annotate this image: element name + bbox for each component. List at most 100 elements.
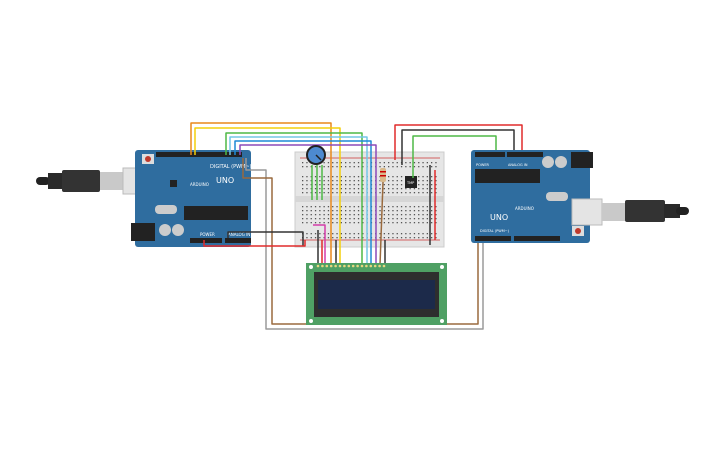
breadboard-hole: [306, 218, 308, 220]
breadboard-hole: [353, 210, 355, 212]
breadboard-hole: [323, 206, 325, 208]
breadboard-hole: [409, 192, 411, 194]
breadboard-hole: [431, 222, 433, 224]
lcd-pin: [347, 264, 351, 268]
breadboard-hole: [319, 233, 321, 235]
wire-cyan: [229, 136, 368, 265]
wire-red-left: [203, 240, 306, 247]
breadboard-hole: [396, 176, 398, 178]
breadboard-hole: [431, 237, 433, 239]
breadboard-hole: [349, 180, 351, 182]
breadboard-hole: [302, 222, 304, 224]
breadboard-hole: [426, 237, 428, 239]
breadboard-hole: [405, 206, 407, 208]
brand-label-left: ARDUINO: [190, 182, 209, 187]
breadboard-hole: [362, 206, 364, 208]
breadboard-hole: [388, 180, 390, 182]
breadboard-hole: [362, 214, 364, 216]
breadboard-hole: [418, 237, 420, 239]
breadboard-hole: [396, 206, 398, 208]
breadboard-hole: [379, 233, 381, 235]
breadboard-hole: [345, 237, 347, 239]
breadboard-hole: [362, 218, 364, 220]
resistor[interactable]: [380, 168, 386, 182]
breadboard-hole: [426, 214, 428, 216]
breadboard-hole: [435, 180, 437, 182]
breadboard-hole: [336, 166, 338, 168]
breadboard-hole: [349, 188, 351, 190]
breadboard-hole: [314, 210, 317, 212]
breadboard-hole: [413, 218, 416, 220]
breadboard-hole: [396, 233, 398, 235]
digital-label-left: DIGITAL (PWM~): [210, 164, 252, 170]
breadboard-hole: [340, 192, 342, 194]
breadboard-hole: [379, 180, 381, 182]
breadboard-hole: [306, 210, 308, 212]
breadboard-hole: [409, 237, 411, 239]
breadboard-hole: [379, 188, 381, 190]
lcd-pin: [356, 264, 359, 268]
breadboard-hole: [327, 206, 330, 208]
breadboard-hole: [319, 176, 321, 178]
breadboard-hole: [327, 210, 330, 212]
breadboard-hole: [332, 237, 334, 239]
breadboard-hole: [332, 188, 334, 190]
breadboard-hole: [383, 237, 385, 239]
breadboard-hole: [400, 166, 403, 168]
breadboard-hole: [314, 214, 317, 216]
arduino-uno-left[interactable]: DIGITAL (PWM~) ARDUINO UNO POWER ANALOG …: [131, 150, 252, 247]
breadboard-hole: [418, 192, 420, 194]
breadboard-hole: [379, 214, 381, 216]
breadboard-hole: [409, 218, 411, 220]
breadboard-hole: [400, 237, 403, 239]
breadboard-hole: [388, 222, 390, 224]
breadboard-hole: [383, 206, 385, 208]
breadboard-hole: [426, 166, 428, 168]
breadboard-hole: [310, 218, 312, 220]
breadboard-hole: [302, 176, 304, 178]
breadboard-hole: [332, 206, 334, 208]
breadboard-hole: [327, 192, 330, 194]
breadboard-hole: [362, 184, 364, 186]
breadboard-hole: [327, 180, 330, 182]
breadboard-hole: [340, 214, 342, 216]
lcd-pin: [373, 264, 377, 268]
usb-cable-right[interactable]: [571, 198, 689, 226]
breadboard-hole: [306, 180, 308, 182]
arduino-uno-right[interactable]: UNO ARDUINO POWER ANALOG IN DIGITAL (PWM…: [471, 150, 593, 243]
breadboard-hole: [336, 218, 338, 220]
breadboard-hole: [332, 222, 334, 224]
lcd-pin: [316, 264, 320, 268]
breadboard[interactable]: [294, 151, 445, 248]
potentiometer[interactable]: [306, 145, 326, 165]
breadboard-hole: [314, 166, 317, 168]
breadboard-hole: [400, 192, 403, 194]
breadboard-hole: [323, 184, 325, 186]
breadboard-hole: [435, 214, 437, 216]
breadboard-hole: [323, 214, 325, 216]
breadboard-hole: [426, 222, 428, 224]
breadboard-hole: [357, 166, 360, 168]
breadboard-hole: [426, 192, 428, 194]
breadboard-hole: [323, 222, 325, 224]
breadboard-hole: [431, 176, 433, 178]
lcd-pin: [329, 264, 333, 268]
breadboard-hole: [396, 237, 398, 239]
breadboard-hole: [422, 192, 424, 194]
breadboard-hole: [340, 237, 342, 239]
temperature-sensor[interactable]: TMP: [405, 176, 417, 188]
breadboard-hole: [345, 180, 347, 182]
breadboard-hole: [332, 192, 334, 194]
breadboard-hole: [388, 176, 390, 178]
lcd-16x2[interactable]: [306, 263, 447, 325]
breadboard-hole: [319, 222, 321, 224]
breadboard-hole: [426, 176, 428, 178]
breadboard-hole: [392, 176, 394, 178]
breadboard-hole: [357, 184, 360, 186]
breadboard-hole: [349, 206, 351, 208]
breadboard-hole: [314, 180, 317, 182]
breadboard-hole: [332, 176, 334, 178]
breadboard-hole: [353, 233, 355, 235]
breadboard-hole: [336, 214, 338, 216]
